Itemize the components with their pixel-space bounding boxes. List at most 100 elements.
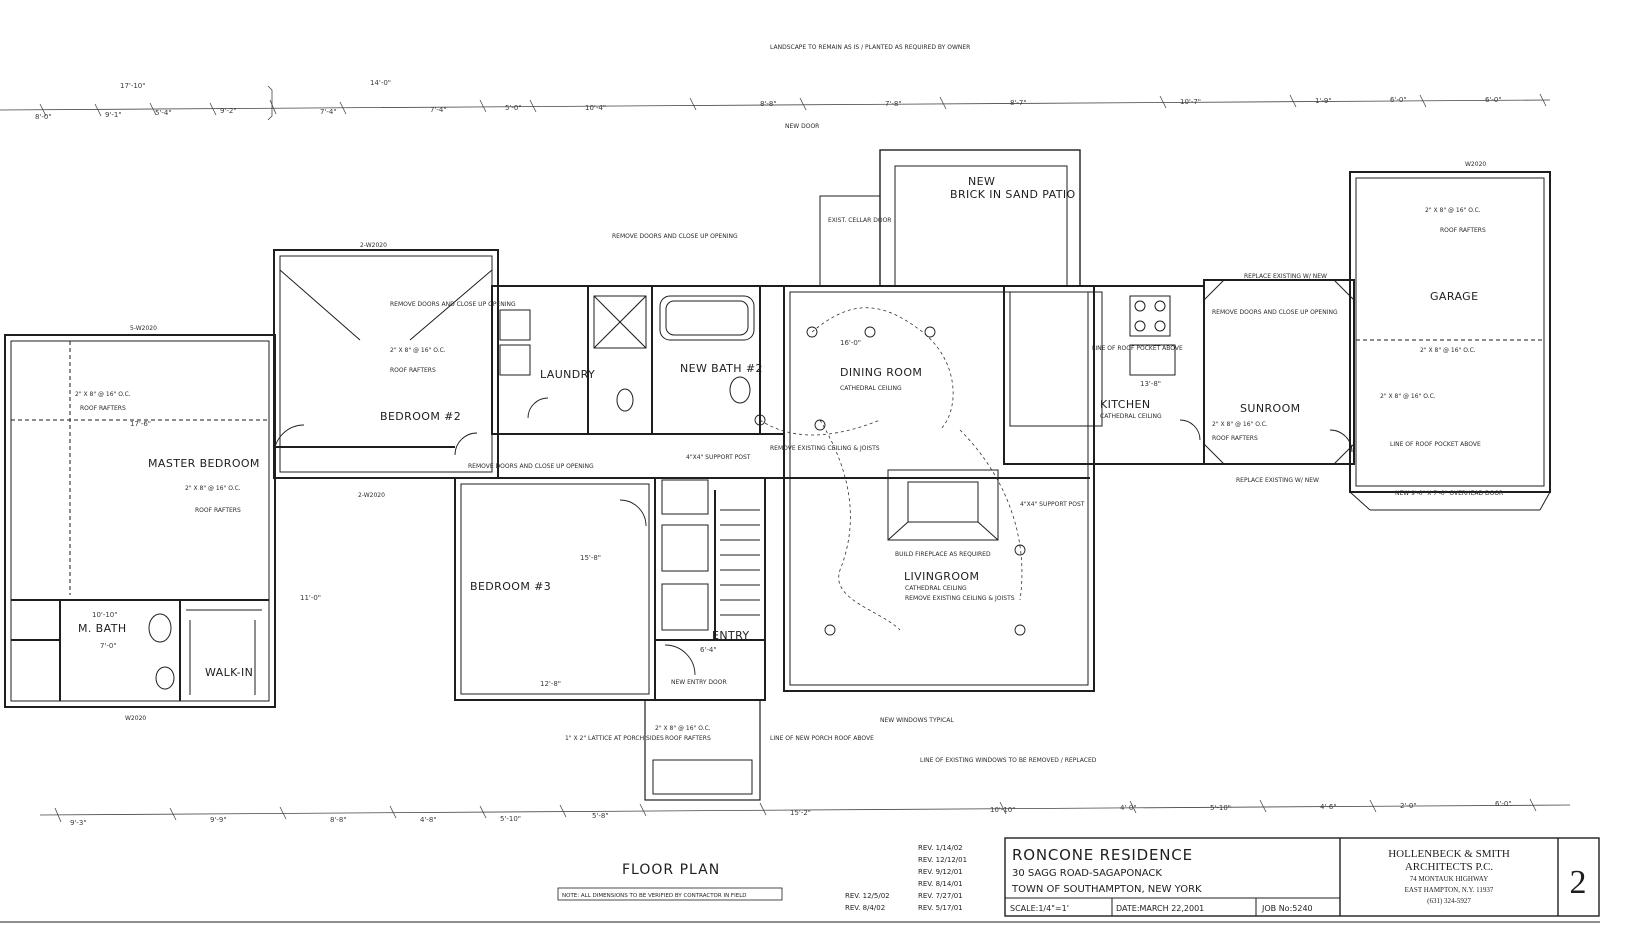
dim-interior-1: 12'-8" [540, 680, 561, 688]
dimension-note-box [557, 887, 783, 901]
note-rafters-master: ROOF RAFTERS [80, 405, 126, 412]
dim-top-6: 7'-4" [320, 108, 337, 116]
note-fireplace: BUILD FIREPLACE AS REQUIRED [895, 551, 991, 558]
firm-address-2: EAST HAMPTON, N.Y. 11937 [1405, 886, 1494, 894]
room-label-dining-room: DINING ROOM [840, 366, 922, 379]
note-joist-porch: 2" X 8" @ 16" O.C. [655, 725, 711, 732]
dim-interior-2: 10'-10" [92, 611, 117, 619]
scale-label: SCALE:1/4"=1' [1010, 904, 1069, 913]
room-label-entry: ENTRY [712, 629, 750, 642]
dim-top-3: 9'-1" [105, 111, 122, 119]
note-remove-window-laundry: REMOVE DOORS AND CLOSE UP OPENING [612, 233, 738, 240]
dim-top-5: 9'-2" [220, 107, 237, 115]
window-tag-2w-bed2: 2-W2020 [360, 242, 387, 249]
dim-top-7: 7'-4" [430, 106, 447, 114]
note-rafters-garage: ROOF RAFTERS [1440, 227, 1486, 234]
note-remove-walls-bed2: REMOVE DOORS AND CLOSE UP OPENING [390, 301, 516, 308]
dim-bottom-12: 6'-0" [1495, 800, 1512, 808]
dim-interior-6: 16'-0" [840, 339, 861, 347]
note-garage-door: NEW 9'-0" X 7'-0" OVERHEAD DOOR [1395, 490, 1503, 497]
dim-top-11: 7'-8" [885, 100, 902, 108]
dim-bottom-10: 4'-6" [1320, 803, 1337, 811]
dim-bottom-6: 15'-2" [790, 809, 811, 817]
note-remove-door-hall: REMOVE DOORS AND CLOSE UP OPENING [468, 463, 594, 470]
title-block: REV. 1/14/02 REV. 12/12/01 REV. 9/12/01 … [845, 837, 1600, 917]
revision-0: REV. 1/14/02 [918, 844, 963, 852]
patio-subtitle: BRICK IN SAND PATIO [950, 188, 1076, 201]
revision-1: REV. 12/12/01 [918, 856, 967, 864]
ceiling-fixtures [754, 326, 1026, 636]
room-label-laundry: LAUNDRY [540, 368, 595, 381]
note-cellar-door: EXIST. CELLAR DOOR [828, 217, 891, 224]
dim-bottom-1: 9'-9" [210, 816, 227, 824]
note-new-entry-door: NEW ENTRY DOOR [671, 679, 727, 686]
project-name: RONCONE RESIDENCE [1012, 846, 1193, 864]
revision-3: REV. 8/14/01 [918, 880, 963, 888]
project-address-2: TOWN OF SOUTHAMPTON, NEW YORK [1011, 884, 1202, 895]
note-lattice: 1" X 2" LATTICE AT PORCH SIDES [565, 735, 664, 742]
room-label-sunroom: SUNROOM [1240, 402, 1301, 415]
revision-7: REV. 8/4/02 [845, 904, 885, 912]
dim-bottom-0: 9'-3" [70, 819, 87, 827]
door-swings [273, 397, 1353, 676]
note-joist-sunroom: 2" X 8" @ 16" O.C. [1212, 421, 1268, 428]
all-dims-note: NOTE: ALL DIMENSIONS TO BE VERIFIED BY C… [562, 893, 747, 899]
dim-interior-3: 7'-0" [100, 642, 117, 650]
dim-bottom-3: 4'-8" [420, 816, 437, 824]
dim-bottom-5: 5'-8" [592, 812, 609, 820]
note-joist-bed2: 2" X 8" @ 16" O.C. [390, 347, 446, 354]
dim-top-8: 5'-0" [505, 104, 522, 112]
date-label: DATE:MARCH 22,2001 [1116, 904, 1204, 913]
window-tag-w2020-garage: W2020 [1465, 161, 1486, 168]
note-joist-garage-3: 2" X 8" @ 16" O.C. [1380, 393, 1436, 400]
note-roof-pocket-kitchen: LINE OF ROOF POCKET ABOVE [1092, 345, 1183, 352]
room-label-walk-in: WALK-IN [205, 666, 253, 679]
revision-2: REV. 9/12/01 [918, 868, 963, 876]
dim-top-10: 8'-8" [760, 100, 777, 108]
note-rafters-master-2: ROOF RAFTERS [195, 507, 241, 514]
room-label-bedroom-2: BEDROOM #2 [380, 410, 461, 423]
room-label-living-room: LIVINGROOM [904, 570, 979, 583]
note-joist-master-2: 2" X 8" @ 16" O.C. [185, 485, 241, 492]
window-tag-w2020-bath: W2020 [125, 715, 146, 722]
dim-bottom-7: 10'-10" [990, 806, 1015, 814]
drawing-title: FLOOR PLAN [622, 862, 720, 878]
revision-6: REV. 12/5/02 [845, 892, 890, 900]
note-replace-sunroom-top: REPLACE EXISTING W/ NEW [1244, 273, 1327, 280]
note-cathedral-kitchen: CATHEDRAL CEILING [1100, 413, 1162, 420]
dim-top-14: 1'-9" [1315, 97, 1332, 105]
note-cathedral-living: CATHEDRAL CEILING [905, 585, 967, 592]
dim-interior-5: 11'-0" [300, 594, 321, 602]
room-label-new-bath-2: NEW BATH #2 [680, 362, 763, 375]
note-remove-ceiling-hall: REMOVE EXISTING CEILING & JOISTS [770, 445, 880, 452]
note-joist-master: 2" X 8" @ 16" O.C. [75, 391, 131, 398]
note-post-hall: 4"X4" SUPPORT POST [686, 454, 751, 461]
patio-title: NEW [968, 175, 995, 188]
note-post-living: 4"X4" SUPPORT POST [1020, 501, 1085, 508]
firm-address-1: 74 MONTAUK HIGHWAY [1410, 875, 1489, 883]
dim-bottom-2: 8'-8" [330, 816, 347, 824]
new-door-note: NEW DOOR [785, 123, 819, 130]
bottom-dimension-line [39, 798, 1571, 823]
top-landscape-note: LANDSCAPE TO REMAIN AS IS / PLANTED AS R… [770, 44, 970, 51]
room-label-m-bath: M. BATH [78, 622, 127, 635]
dim-bottom-8: 4'-0" [1120, 804, 1137, 812]
sheet-number: 2 [1570, 864, 1587, 901]
window-tag-5w: 5-W2020 [130, 325, 157, 332]
room-label-master-bedroom: MASTER BEDROOM [148, 457, 260, 470]
note-remove-ceiling-living: REMOVE EXISTING CEILING & JOISTS [905, 595, 1015, 602]
firm-phone: (631) 324-5927 [1427, 897, 1471, 905]
dim-interior-7: 13'-8" [1140, 380, 1161, 388]
top-dimension-line [0, 85, 1551, 121]
note-porch-roof: LINE OF NEW PORCH ROOF ABOVE [770, 735, 874, 742]
electrical-circuits [759, 307, 1023, 631]
note-cathedral-dining: CATHEDRAL CEILING [840, 385, 902, 392]
note-joist-garage-2: 2" X 8" @ 16" O.C. [1420, 347, 1476, 354]
revision-5: REV. 5/17/01 [918, 904, 963, 912]
note-rafters-sunroom: ROOF RAFTERS [1212, 435, 1258, 442]
dim-bottom-9: 5'-10" [1210, 804, 1231, 812]
dim-top-1: 14'-0" [370, 79, 391, 87]
room-label-garage: GARAGE [1430, 290, 1478, 303]
dim-top-12: 8'-7" [1010, 99, 1027, 107]
